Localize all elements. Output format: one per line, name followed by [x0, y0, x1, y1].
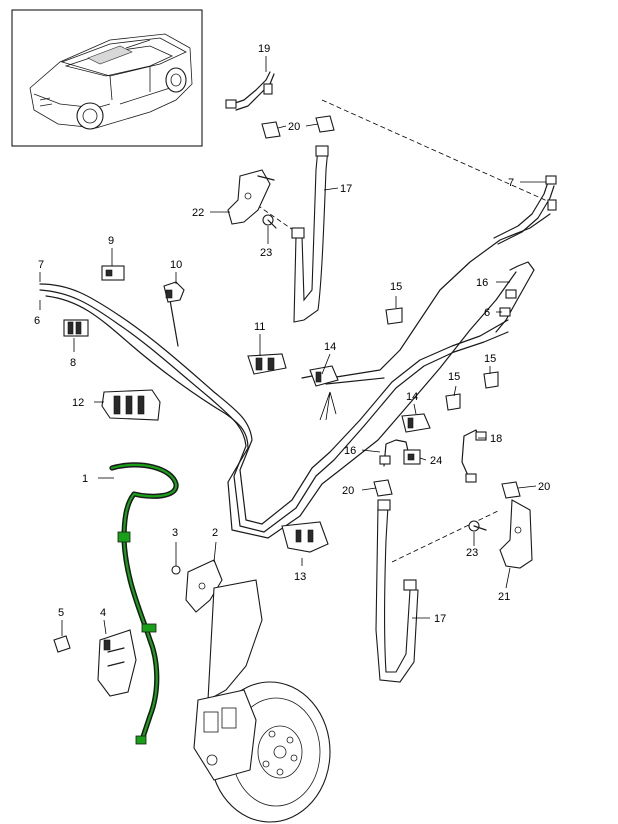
callout-20-lower-left: 20 — [342, 485, 354, 497]
clip-20 — [261, 115, 521, 499]
callout-5: 5 — [58, 607, 64, 619]
callout-3: 3 — [172, 527, 178, 539]
bolt-23-lower — [468, 520, 487, 532]
clip-14-lower — [401, 413, 431, 433]
callout-17-upper: 17 — [340, 183, 352, 195]
callout-14-upper: 14 — [324, 341, 336, 353]
callout-11: 11 — [254, 321, 265, 333]
clip-11 — [247, 353, 287, 375]
callout-6-left: 6 — [34, 315, 40, 327]
callout-7-left: 7 — [38, 259, 44, 271]
brake-line-18 — [461, 429, 487, 483]
brake-hose-part-1 — [109, 462, 179, 745]
callout-8: 8 — [70, 357, 76, 369]
callout-15-right: 15 — [484, 353, 496, 365]
bolt-5 — [53, 635, 71, 653]
callout-13: 13 — [294, 571, 306, 583]
clip-10 — [163, 281, 185, 303]
brake-disc-assembly — [193, 579, 331, 823]
clip-24 — [403, 449, 421, 465]
callout-24: 24 — [430, 455, 442, 467]
brake-line-7-right — [493, 175, 557, 245]
callout-20-upper: 20 — [288, 121, 300, 133]
callout-6-right: 6 — [484, 307, 490, 319]
callout-16-lower: 16 — [344, 445, 356, 457]
clip-12 — [101, 389, 161, 421]
brake-line-16-upper — [495, 261, 535, 333]
callout-12: 12 — [72, 397, 84, 409]
callout-7-right: 7 — [508, 177, 514, 189]
callout-4: 4 — [100, 607, 106, 619]
callout-15-upper: 15 — [390, 281, 402, 293]
callout-17-lower: 17 — [434, 613, 446, 625]
callout-18: 18 — [490, 433, 502, 445]
clip-8 — [63, 319, 89, 337]
vehicle-thumbnail — [11, 9, 203, 147]
bracket-22 — [227, 169, 275, 225]
callout-16-upper: 16 — [476, 277, 488, 289]
bracket-4 — [97, 629, 137, 697]
callout-21: 21 — [498, 591, 510, 603]
callout-22: 22 — [192, 207, 204, 219]
callout-1: 1 — [82, 473, 88, 485]
callout-9: 9 — [108, 235, 114, 247]
callout-2: 2 — [212, 527, 218, 539]
lower-brake-hose — [375, 499, 419, 683]
bracket-21 — [499, 499, 533, 569]
upper-brake-hose — [291, 145, 329, 323]
bleeder-15 — [385, 307, 499, 411]
callout-23-upper: 23 — [260, 247, 272, 259]
bracket-13 — [281, 521, 329, 553]
bolt-3 — [171, 565, 181, 575]
callout-labels: 1 2 3 4 5 6 6 7 7 8 9 10 11 12 13 14 14 … — [34, 43, 550, 625]
callout-14-lower: 14 — [406, 391, 418, 403]
brake-line-16-lower — [379, 439, 411, 467]
callout-19: 19 — [258, 43, 270, 55]
callout-15-middle: 15 — [448, 371, 460, 383]
callout-20-lower-right: 20 — [538, 481, 550, 493]
brake-line-bundle — [39, 213, 551, 539]
clip-9 — [101, 265, 125, 281]
callout-10: 10 — [170, 259, 182, 271]
brake-line-19 — [225, 71, 275, 111]
leader-lines — [39, 56, 546, 636]
bolt-23-upper — [262, 214, 277, 229]
callout-23-lower: 23 — [466, 547, 478, 559]
